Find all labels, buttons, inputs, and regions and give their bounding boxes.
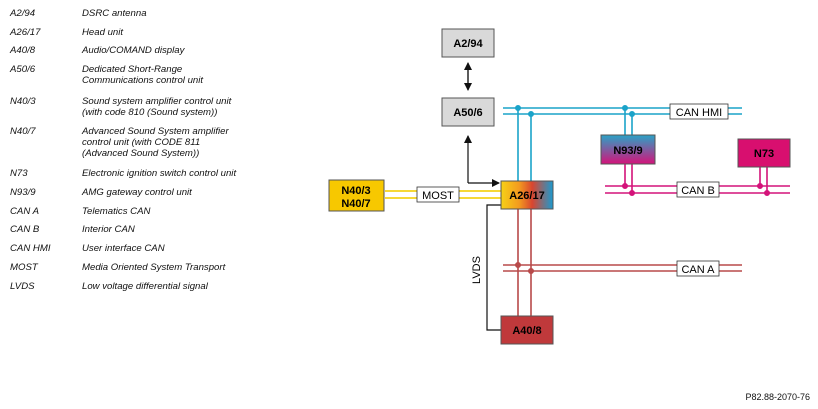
n40-7-label: N40/7	[341, 198, 370, 210]
can-b-label: CAN B	[681, 185, 715, 197]
control-links	[464, 62, 501, 331]
legend-code: N93/9	[10, 187, 36, 198]
legend-description: Head unit	[82, 27, 124, 38]
legend-code: A2/94	[10, 8, 36, 19]
legend-description: Dedicated Short-Range Communications con…	[82, 64, 204, 86]
legend-code: A26/17	[10, 27, 41, 38]
legend-description: AMG gateway control unit	[82, 187, 192, 198]
svg-text:N93/9: N93/9	[613, 145, 642, 157]
legend-code: MOST	[10, 262, 38, 273]
figure-reference: P82.88-2070-76	[745, 392, 810, 402]
svg-text:N73: N73	[754, 148, 774, 160]
node-a26-17: A26/17	[500, 180, 554, 210]
svg-text:A50/6: A50/6	[453, 107, 482, 119]
can-hmi-label: CAN HMI	[676, 107, 722, 119]
node-a2-94: A2/94	[441, 28, 495, 58]
legend-code: CAN A	[10, 206, 39, 217]
svg-text:A2/94: A2/94	[453, 38, 483, 50]
lvds-link	[486, 204, 501, 331]
legend-description: Sound system amplifier control unit (wit…	[82, 96, 232, 118]
bus-labels: MOST CAN HMI CAN B CAN A LVDS	[416, 103, 729, 284]
legend-description: Audio/COMAND display	[82, 45, 185, 56]
legend-code: A50/6	[10, 64, 36, 75]
can-a-label: CAN A	[681, 264, 715, 276]
legend-code: CAN B	[10, 224, 40, 235]
node-n93-9: N93/9	[600, 134, 656, 165]
legend-code: LVDS	[10, 281, 35, 292]
svg-text:A26/17: A26/17	[509, 190, 544, 202]
legend-code: A40/8	[10, 45, 36, 56]
most-label: MOST	[422, 190, 454, 202]
legend-description: User interface CAN	[82, 243, 165, 254]
legend-code: N73	[10, 168, 28, 179]
legend-description: Electronic ignition switch control unit	[82, 168, 237, 179]
legend-description: Media Oriented System Transport	[82, 262, 226, 273]
lvds-label: LVDS	[471, 256, 483, 284]
svg-text:A40/8: A40/8	[512, 325, 541, 337]
legend-description: Interior CAN	[82, 224, 135, 235]
legend-code: N40/7	[10, 126, 36, 137]
legend-code: N40/3	[10, 96, 36, 107]
legend-description: Telematics CAN	[82, 206, 151, 217]
node-a40-8: A40/8	[500, 315, 554, 345]
node-a50-6: A50/6	[441, 97, 495, 127]
node-n40: N40/3 N40/7	[328, 179, 385, 212]
legend-description: Low voltage differential signal	[82, 281, 208, 292]
n40-3-label: N40/3	[341, 185, 370, 197]
node-n73: N73	[737, 138, 791, 168]
legend-description: Advanced Sound System amplifier control …	[82, 126, 229, 159]
legend-description: DSRC antenna	[82, 8, 147, 19]
legend-code: CAN HMI	[10, 243, 51, 254]
